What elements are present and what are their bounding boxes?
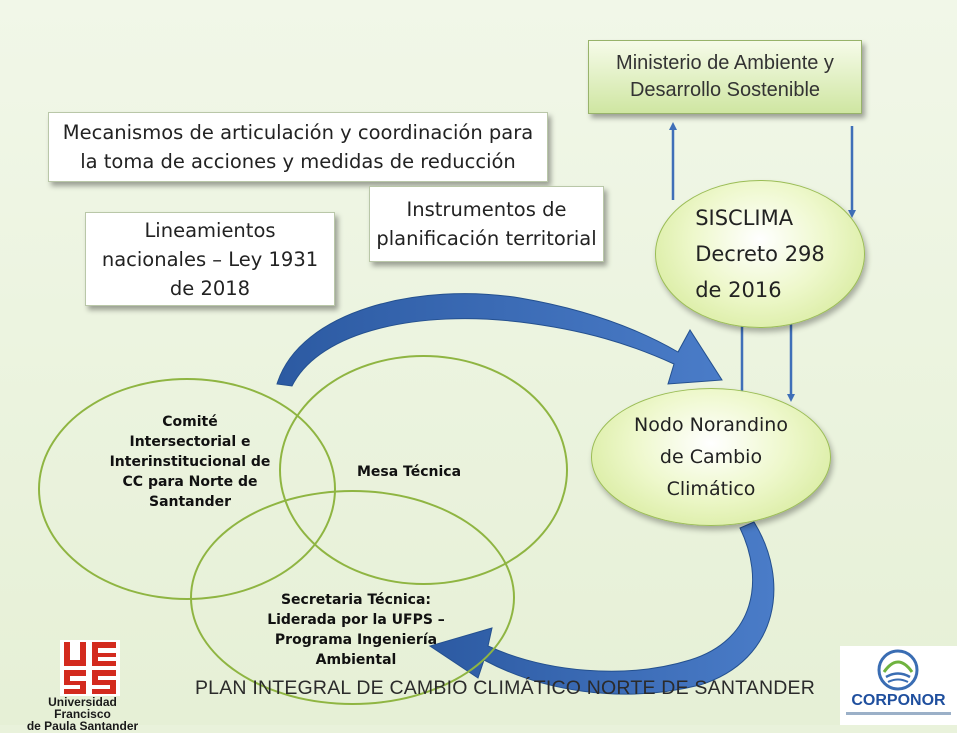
- sisclima-line3: de 2016: [695, 278, 782, 302]
- ufps-name-line2: de Paula Santander: [26, 719, 139, 733]
- sisclima-line1: SISCLIMA: [695, 206, 794, 230]
- instrumentos-box: Instrumentos de planificación territoria…: [369, 186, 604, 262]
- instrumentos-line2: planificación territorial: [376, 227, 597, 250]
- lineamientos-line3: de 2018: [169, 276, 251, 300]
- instrumentos-line1: Instrumentos de: [406, 198, 567, 221]
- comite-line3: Interinstitucional de: [109, 454, 271, 470]
- secretaria-line2: Liderada por la UFPS –: [267, 612, 445, 628]
- sisclima-ellipse: SISCLIMA Decreto 298 de 2016: [655, 180, 865, 328]
- ministerio-line1: Ministerio de Ambiente y: [616, 52, 834, 74]
- venn-circle-secretaria: [190, 490, 515, 705]
- secretaria-label: Secretaria Técnica: Liderada por la UFPS…: [236, 590, 476, 670]
- lineamientos-box: Lineamientos nacionales – Ley 1931 de 20…: [85, 212, 335, 306]
- comite-label: Comité Intersectorial e Interinstitucion…: [100, 412, 280, 512]
- secretaria-line1: Secretaria Técnica:: [280, 592, 432, 608]
- mecanismos-box: Mecanismos de articulación y coordinació…: [48, 112, 548, 182]
- nodo-line2: de Cambio: [659, 446, 763, 468]
- ufps-emblem-graphic: [64, 642, 116, 694]
- mecanismos-line2: la toma de acciones y medidas de reducci…: [80, 150, 516, 173]
- ufps-logo: Universidad Francisco de Paula Santander: [20, 640, 145, 732]
- corponor-tagline: [846, 712, 951, 715]
- ufps-name-line1: Universidad Francisco: [48, 695, 117, 721]
- mecanismos-line1: Mecanismos de articulación y coordinació…: [62, 121, 534, 144]
- nodo-line3: Climático: [666, 478, 756, 500]
- sisclima-line2: Decreto 298: [695, 242, 825, 266]
- corponor-emblem: [877, 649, 919, 691]
- footer-title: PLAN INTEGRAL DE CAMBIO CLIMÁTICO NORTE …: [194, 677, 816, 699]
- corponor-name: CORPONOR: [851, 692, 946, 709]
- comite-line1: Comité: [162, 414, 218, 430]
- ufps-emblem: [60, 640, 120, 696]
- nodo-line1: Nodo Norandino: [634, 414, 788, 436]
- comite-line5: Santander: [148, 494, 232, 510]
- mesa-tecnica-label: Mesa Técnica: [356, 464, 462, 480]
- secretaria-line4: Ambiental: [315, 652, 397, 668]
- comite-line2: Intersectorial e: [129, 434, 251, 450]
- secretaria-line3: Programa Ingeniería: [274, 632, 438, 648]
- ministerio-line2: Desarrollo Sostenible: [629, 79, 821, 101]
- lineamientos-line1: Lineamientos: [144, 218, 276, 242]
- lineamientos-line2: nacionales – Ley 1931: [101, 247, 319, 271]
- nodo-norandino-ellipse: Nodo Norandino de Cambio Climático: [591, 388, 831, 526]
- comite-line4: CC para Norte de: [122, 474, 258, 490]
- ufps-name: Universidad Francisco de Paula Santander: [20, 696, 145, 732]
- ministerio-box: Ministerio de Ambiente y Desarrollo Sost…: [588, 40, 862, 114]
- corponor-logo: CORPONOR: [840, 646, 957, 725]
